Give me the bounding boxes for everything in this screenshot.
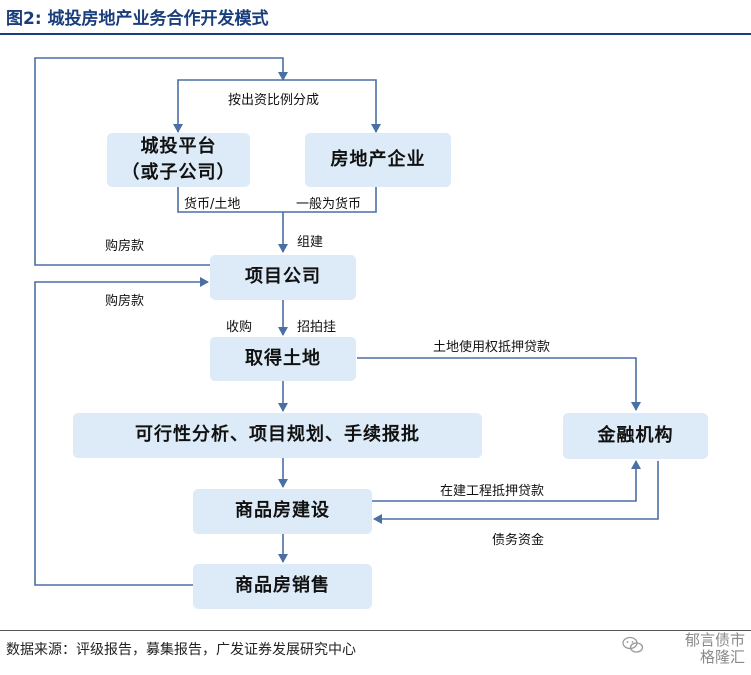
watermark-line2: 格隆汇 <box>699 648 745 667</box>
node-sales: 商品房销售 <box>193 564 372 609</box>
node-chengtou-line2: （或子公司） <box>121 162 236 183</box>
label-auction: 招拍挂 <box>297 320 337 335</box>
node-chengtou-line1: 城投平台 <box>140 135 217 157</box>
watermark-line1: 郁言债市 <box>684 631 745 649</box>
arrow-sales-to-project <box>34 277 209 586</box>
arrow-land-to-finance <box>357 357 641 411</box>
arrow-finance-to-construction <box>373 461 659 524</box>
figure-title: 图2: 城投房地产业务合作开发模式 <box>6 9 269 29</box>
title-divider <box>0 33 751 35</box>
node-chengtou-platform: 城投平台 （或子公司） <box>107 133 250 187</box>
node-financial-institution: 金融机构 <box>563 413 708 459</box>
arrow-realestate-down <box>283 187 377 213</box>
label-land-mortgage: 土地使用权抵押贷款 <box>433 340 551 355</box>
source-divider <box>0 630 751 631</box>
label-purchase-bottom: 购房款 <box>105 294 145 309</box>
node-acquire-land: 取得土地 <box>210 337 356 381</box>
label-purchase-top: 购房款 <box>105 239 145 254</box>
wechat-icon <box>622 636 644 653</box>
label-acquire: 收购 <box>226 320 253 335</box>
label-currency-land: 货币/土地 <box>184 197 241 212</box>
arrow-purchase-to-split <box>34 57 288 266</box>
watermark: 郁言债市 格隆汇 <box>684 631 745 667</box>
label-general-currency: 一般为货币 <box>296 197 362 212</box>
node-real-estate-company: 房地产企业 <box>305 133 451 187</box>
arrow-split-to-chengtou <box>173 79 283 133</box>
arrow-split-to-realestate <box>283 79 381 133</box>
node-feasibility: 可行性分析、项目规划、手续报批 <box>73 413 482 458</box>
label-organize: 组建 <box>297 235 324 250</box>
source-note: 数据来源：评级报告，募集报告，广发证券发展研究中心 <box>6 642 356 658</box>
node-construction: 商品房建设 <box>193 489 372 534</box>
label-capital-ratio: 按出资比例分成 <box>228 93 320 108</box>
label-debt-funds: 债务资金 <box>492 533 545 548</box>
node-project-company: 项目公司 <box>210 255 356 300</box>
arrow-chengtou-down <box>177 187 283 213</box>
label-construction-mortgage: 在建工程抵押贷款 <box>440 484 545 499</box>
arrow-construction-to-finance <box>372 460 641 502</box>
